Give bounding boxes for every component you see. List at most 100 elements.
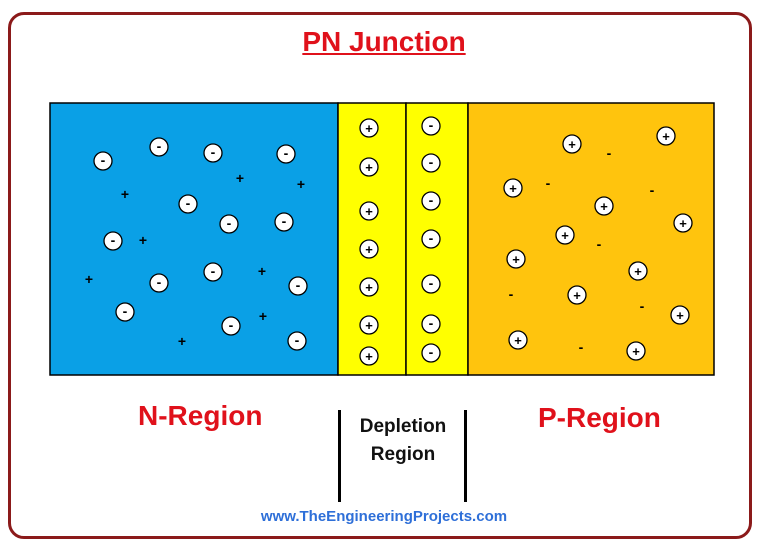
svg-text:+: + [365,318,373,333]
svg-text:-: - [157,274,162,290]
depletion-label-line2: Region [370,444,436,465]
website-url: www.TheEngineeringProjects.com [260,508,508,525]
n-region-label: N-Region [138,400,263,431]
svg-text:+: + [365,280,373,295]
svg-text:+: + [679,216,687,231]
p-acceptor-ion-icon: - [640,298,645,314]
svg-text:-: - [429,154,434,170]
svg-text:-: - [429,230,434,246]
p-acceptor-ion-icon: - [579,339,584,355]
n-donor-ion-icon: + [139,232,147,248]
n-electron-icon: - [276,144,296,164]
svg-text:-: - [429,344,434,360]
p-acceptor-ion-icon: - [607,145,612,161]
depletion-positive-ion-icon: + [359,277,379,297]
svg-text:-: - [295,332,300,348]
svg-text:+: + [512,252,520,267]
n-donor-ion-icon: + [85,271,93,287]
p-hole-icon: + [670,305,690,325]
p-hole-icon: + [626,341,646,361]
depletion-negative-ion-icon: - [421,153,441,173]
n-electron-icon: - [115,302,135,322]
svg-text:+: + [365,160,373,175]
depletion-positive-ion-icon: + [359,118,379,138]
svg-text:-: - [429,315,434,331]
p-hole-icon: + [628,261,648,281]
svg-text:-: - [101,152,106,168]
svg-text:-: - [429,275,434,291]
n-donor-ion-icon: + [259,308,267,324]
n-electron-icon: - [219,214,239,234]
svg-text:-: - [429,117,434,133]
p-hole-icon: + [594,196,614,216]
depletion-negative-ion-icon: - [421,314,441,334]
depletion-negative-ion-icon: - [421,229,441,249]
depletion-positive-ion-icon: + [359,157,379,177]
depletion-positive-ion-icon: + [359,201,379,221]
depletion-positive-ion-icon: + [359,239,379,259]
n-donor-ion-icon: + [258,263,266,279]
p-acceptor-ion-icon: - [546,175,551,191]
depletion-negative-ion-icon: - [421,116,441,136]
svg-text:+: + [365,204,373,219]
p-hole-icon: + [503,178,523,198]
n-electron-icon: - [287,331,307,351]
n-electron-icon: - [221,316,241,336]
svg-text:+: + [514,333,522,348]
svg-text:+: + [561,228,569,243]
p-hole-icon: + [506,249,526,269]
p-region-label: P-Region [538,402,661,433]
p-hole-icon: + [656,126,676,146]
n-electron-icon: - [93,151,113,171]
svg-text:-: - [227,215,232,231]
p-region [467,102,715,376]
svg-text:-: - [296,277,301,293]
depletion-label-line1: Depletion [359,416,447,437]
depletion-negative-ion-icon: - [421,274,441,294]
svg-text:+: + [365,242,373,257]
n-electron-icon: - [103,231,123,251]
p-acceptor-ion-icon: - [509,286,514,302]
p-acceptor-ion-icon: - [650,182,655,198]
n-electron-icon: - [203,143,223,163]
svg-text:-: - [429,192,434,208]
p-hole-icon: + [567,285,587,305]
n-donor-ion-icon: + [297,176,305,192]
depletion-positive-ion-icon: + [359,315,379,335]
depletion-positive-ion-icon: + [359,346,379,366]
p-hole-icon: + [555,225,575,245]
svg-text:-: - [211,263,216,279]
outer-frame [8,12,752,539]
depletion-region-positive [337,102,407,376]
n-electron-icon: - [274,212,294,232]
svg-text:-: - [186,195,191,211]
svg-text:+: + [365,349,373,364]
svg-text:-: - [282,213,287,229]
svg-text:+: + [509,181,517,196]
p-hole-icon: + [508,330,528,350]
svg-text:+: + [365,121,373,136]
svg-text:+: + [568,137,576,152]
svg-text:+: + [634,264,642,279]
svg-text:-: - [229,317,234,333]
n-electron-icon: - [178,194,198,214]
n-donor-ion-icon: + [121,186,129,202]
svg-text:+: + [600,199,608,214]
depletion-negative-ion-icon: - [421,343,441,363]
p-hole-icon: + [673,213,693,233]
depletion-region-label: Depletion Region [342,413,464,469]
n-donor-ion-icon: + [236,170,244,186]
depletion-negative-ion-icon: - [421,191,441,211]
svg-text:-: - [123,303,128,319]
depletion-bracket-right [464,410,467,502]
svg-text:-: - [284,145,289,161]
diagram-title: PN Junction [302,26,466,57]
svg-text:+: + [573,288,581,303]
n-electron-icon: - [203,262,223,282]
depletion-bracket-left [338,410,341,502]
svg-text:+: + [632,344,640,359]
n-donor-ion-icon: + [178,333,186,349]
svg-text:-: - [111,232,116,248]
svg-text:-: - [211,144,216,160]
